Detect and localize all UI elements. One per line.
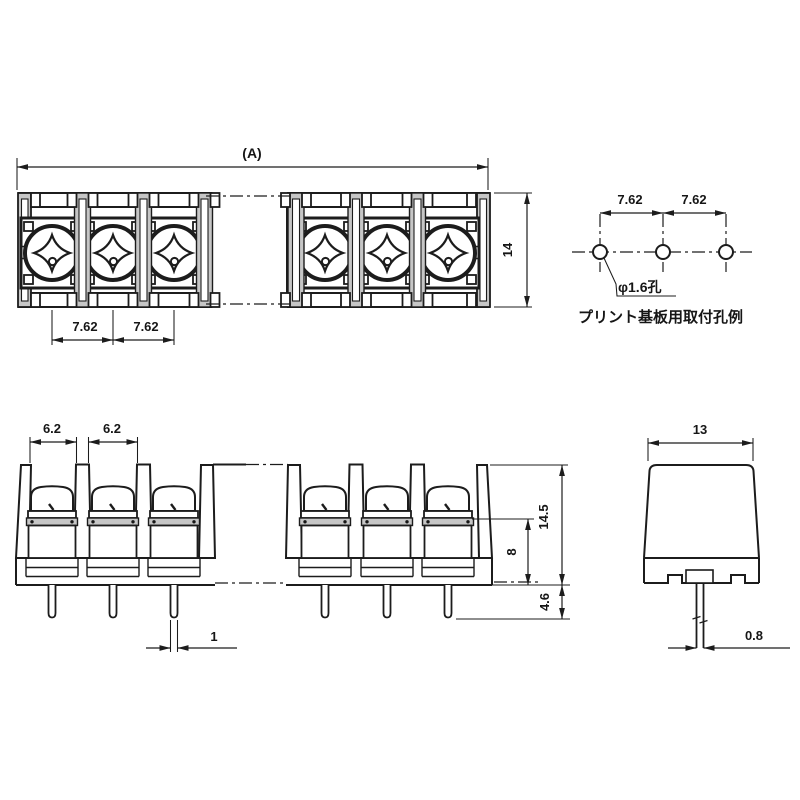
screw-clamp-pin <box>297 485 353 619</box>
dim-overall-width-label: (A) <box>242 145 261 161</box>
screw-clamp-pin <box>146 485 202 619</box>
side-view-dimensions: 13 0.8 <box>647 422 790 651</box>
front-view-body <box>14 463 494 619</box>
screw-cell <box>19 216 85 290</box>
pcb-hole-view: 7.62 7.62 φ1.6孔 プリント基板用取付孔例 <box>572 192 752 326</box>
top-view: (A) 14 7.62 7.62 <box>16 145 532 345</box>
dim-pitch-label: 7.62 <box>72 319 97 334</box>
centerline <box>599 214 727 272</box>
dim-pin-width-label: 1 <box>210 629 217 644</box>
break-line <box>215 463 288 584</box>
screw-cell <box>415 216 481 290</box>
pcb-caption: プリント基板用取付孔例 <box>578 308 743 326</box>
pin-base <box>685 569 714 584</box>
screw-clamp-pin <box>420 485 476 619</box>
dim-body-height-label: 14 <box>500 242 515 257</box>
mounting-hole <box>718 244 734 260</box>
screw-cell <box>354 216 420 290</box>
screw-clamp-pin <box>24 485 80 619</box>
screw-cell <box>80 216 146 290</box>
mounting-hole <box>592 244 608 260</box>
break-line <box>206 195 292 305</box>
barrier-wall <box>346 463 366 559</box>
top-view-dimensions: (A) 14 7.62 7.62 <box>16 145 532 345</box>
front-view: 6.2 6.2 1 8 14.5 4.6 <box>14 421 570 652</box>
dim-opening-label: 6.2 <box>103 421 121 436</box>
hole-diameter-label: φ1.6孔 <box>618 279 661 295</box>
pin <box>695 583 705 648</box>
dim-pin-thickness-label: 0.8 <box>745 628 763 643</box>
dim-clamp-height-label: 8 <box>504 548 519 555</box>
screw-cell <box>141 216 207 290</box>
dim-pin-length-label: 4.6 <box>537 593 552 611</box>
dim-depth-label: 13 <box>693 422 707 437</box>
dim-opening-label: 6.2 <box>43 421 61 436</box>
top-view-body <box>17 192 491 308</box>
mounting-hole <box>655 244 671 260</box>
leader-line <box>603 257 676 297</box>
side-view-body <box>643 464 760 648</box>
dim-total-height-label: 14.5 <box>536 504 551 529</box>
dim-pitch-label: 7.62 <box>133 319 158 334</box>
screw-clamp-pin <box>359 485 415 619</box>
front-view-dimensions: 6.2 6.2 1 8 14.5 4.6 <box>29 421 570 652</box>
screw-clamp-pin <box>85 485 141 619</box>
side-view: 13 0.8 <box>643 422 790 651</box>
dim-hole-pitch-label: 7.62 <box>617 192 642 207</box>
dim-hole-pitch-label: 7.62 <box>681 192 706 207</box>
